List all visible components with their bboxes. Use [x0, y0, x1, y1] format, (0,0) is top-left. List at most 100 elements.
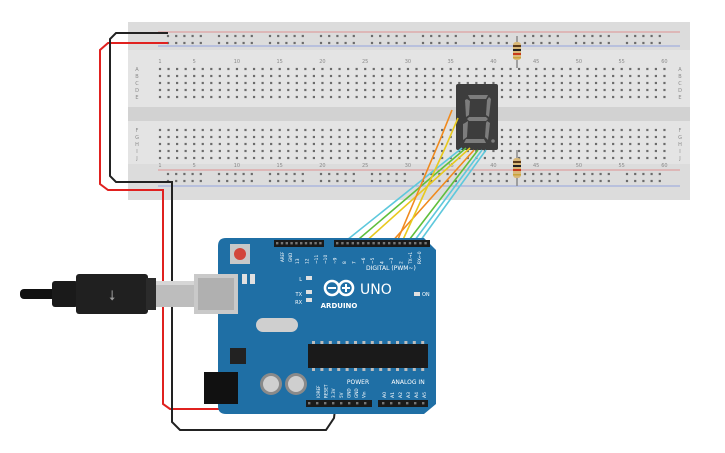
column-number: 20 — [319, 59, 325, 65]
digital-pin-label: ~3 — [389, 257, 395, 264]
power-pin-label: 5V — [339, 392, 344, 398]
digital-pins-label: DIGITAL (PWM~) — [366, 265, 416, 272]
row-letter: E — [678, 95, 681, 101]
column-number: 45 — [533, 163, 539, 169]
tx-led — [306, 290, 312, 294]
column-number: 40 — [490, 59, 496, 65]
column-number: 10 — [234, 59, 240, 65]
row-letter: C — [135, 81, 139, 87]
l-led — [306, 276, 312, 280]
row-letter: G — [135, 135, 139, 141]
wire-cyan-3[interactable] — [417, 149, 487, 245]
dc-power-jack — [204, 372, 238, 404]
row-letter: A — [135, 67, 139, 73]
breadboard-bottom-rail — [128, 164, 690, 200]
digital-pin-label: ~9 — [333, 257, 339, 264]
wire-green-2[interactable] — [405, 149, 479, 245]
wire-cyan-2[interactable] — [411, 149, 483, 245]
analog-header — [378, 400, 428, 407]
column-number: 50 — [576, 59, 582, 65]
row-letter: G — [678, 135, 682, 141]
wire-yellow-2[interactable] — [400, 117, 459, 245]
row-letter: J — [135, 156, 137, 162]
wire-orange-1[interactable] — [389, 149, 475, 245]
usb-cable[interactable]: ⭣ — [20, 274, 194, 314]
arduino-uno-board[interactable]: ARDUINO UNO TX RX L ON DIGITAL (PWM~) PO… — [194, 238, 436, 414]
digital-pin-label: ~6 — [361, 257, 367, 264]
column-number: 35 — [448, 59, 454, 65]
arduino-brand-text: ARDUINO — [321, 302, 358, 310]
gnd-label: GND — [288, 253, 293, 262]
digital-header-right — [334, 240, 430, 247]
column-number: 45 — [533, 59, 539, 65]
row-letter: E — [135, 95, 138, 101]
row-letter: H — [135, 142, 139, 148]
digital-pin-label: ~5 — [370, 257, 376, 264]
power-pin-label: 3.3V — [331, 388, 336, 398]
power-pin-label: RESET — [324, 384, 329, 398]
arduino-logo-icon — [323, 279, 355, 297]
analog-pin-label: A4 — [414, 392, 420, 398]
analog-pin-label: A2 — [398, 392, 404, 398]
signal-wires[interactable] — [341, 109, 487, 245]
segment-digit-graphic — [463, 95, 495, 143]
column-number: 55 — [619, 163, 625, 169]
column-number: 20 — [319, 163, 325, 169]
power-pins-label: POWER — [347, 379, 369, 386]
resistor-bottom[interactable] — [513, 150, 521, 186]
digital-pin-label: 8 — [342, 261, 348, 264]
atmega-chip — [308, 344, 428, 368]
row-letter: I — [679, 149, 680, 155]
column-number: 1 — [158, 163, 161, 169]
digital-pin-label: 12 — [304, 258, 310, 264]
digital-pin-label: TX→1 — [408, 252, 414, 265]
digital-header-left — [274, 240, 324, 247]
row-letter: F — [136, 128, 139, 134]
arduino-model-text: UNO — [360, 282, 392, 298]
rx-led — [306, 298, 312, 302]
power-header — [306, 400, 372, 407]
column-number: 60 — [661, 163, 667, 169]
wire-green-1[interactable] — [352, 147, 467, 245]
power-pin-label: Vin — [362, 391, 367, 398]
l-label: L — [299, 277, 302, 283]
column-number: 30 — [405, 59, 411, 65]
digital-pin-label: ~10 — [323, 255, 329, 264]
row-letter: I — [136, 149, 137, 155]
wire-cyan-1[interactable] — [341, 147, 463, 245]
row-letter: J — [678, 156, 680, 162]
column-number: 40 — [490, 163, 496, 169]
column-number: 55 — [619, 59, 625, 65]
column-number: 5 — [193, 163, 196, 169]
column-number: 25 — [362, 59, 368, 65]
row-letter: A — [678, 67, 682, 73]
power-pin-label: GND — [354, 388, 359, 398]
aref-label: AREF — [280, 251, 285, 262]
row-letter: D — [678, 88, 682, 94]
digital-pin-label: ~11 — [314, 255, 320, 264]
breadboard-holes — [158, 34, 666, 183]
resistor-top[interactable] — [513, 36, 521, 68]
tx-label: TX — [295, 292, 303, 298]
digital-pin-label: 13 — [295, 258, 301, 264]
seven-segment-display[interactable]: 8 — [456, 84, 498, 150]
column-number: 5 — [193, 59, 196, 65]
wire-orange-2[interactable] — [395, 109, 453, 245]
analog-pins-label: ANALOG IN — [391, 379, 424, 386]
digital-pin-label: RX←0 — [417, 251, 423, 264]
digital-pin-label: 4 — [380, 261, 386, 264]
wire-black-ground[interactable] — [109, 32, 337, 431]
row-letter: F — [679, 128, 682, 134]
chip-pins — [312, 341, 425, 371]
column-number: 10 — [234, 163, 240, 169]
on-label: ON — [422, 292, 430, 298]
analog-pin-label: A3 — [406, 392, 412, 398]
column-number: 60 — [661, 59, 667, 65]
analog-pin-label: A1 — [390, 392, 396, 398]
